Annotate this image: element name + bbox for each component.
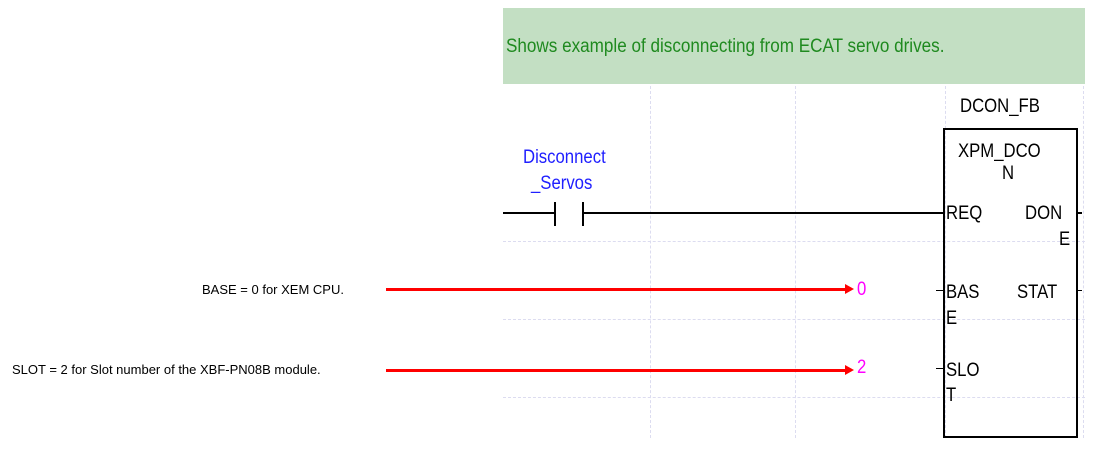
output-stat: STAT (1017, 282, 1058, 303)
input-slot-2: T (946, 385, 957, 406)
rung-comment[interactable]: Shows example of disconnecting from ECAT… (503, 8, 1085, 84)
fb-instance-name: DCON_FB (960, 96, 1040, 117)
input-base: BAS (946, 282, 980, 303)
wire (936, 290, 944, 291)
fb-type: XPM_DCO (958, 141, 1041, 162)
wire (936, 368, 944, 369)
grid-line (503, 397, 1085, 398)
arrow-icon (386, 365, 854, 375)
grid-line (945, 86, 946, 438)
wire (503, 212, 554, 214)
input-req: REQ (946, 203, 983, 224)
input-slot: SLO (946, 360, 980, 381)
grid-line (1083, 86, 1084, 438)
wire (1076, 290, 1082, 291)
grid-line (503, 319, 1085, 320)
wire (1076, 212, 1082, 214)
comment-text: Shows example of disconnecting from ECAT… (506, 36, 945, 57)
output-done: DON (1025, 203, 1063, 224)
fb-type-2: N (1002, 163, 1015, 184)
slot-constant[interactable]: 2 (857, 357, 867, 378)
grid-line (503, 241, 1085, 242)
base-annotation: BASE = 0 for XEM CPU. (202, 282, 344, 297)
contact-label-2: _Servos (531, 173, 593, 194)
arrow-icon (386, 284, 854, 294)
grid-line (650, 86, 651, 438)
function-block[interactable] (943, 128, 1078, 438)
grid-line (795, 86, 796, 438)
slot-annotation: SLOT = 2 for Slot number of the XBF-PN08… (12, 362, 321, 377)
output-done-2: E (1059, 229, 1071, 250)
wire (582, 212, 944, 214)
no-contact[interactable] (554, 202, 584, 226)
base-constant[interactable]: 0 (857, 279, 867, 300)
input-base-2: E (946, 308, 958, 329)
contact-label-1: Disconnect (523, 147, 606, 168)
